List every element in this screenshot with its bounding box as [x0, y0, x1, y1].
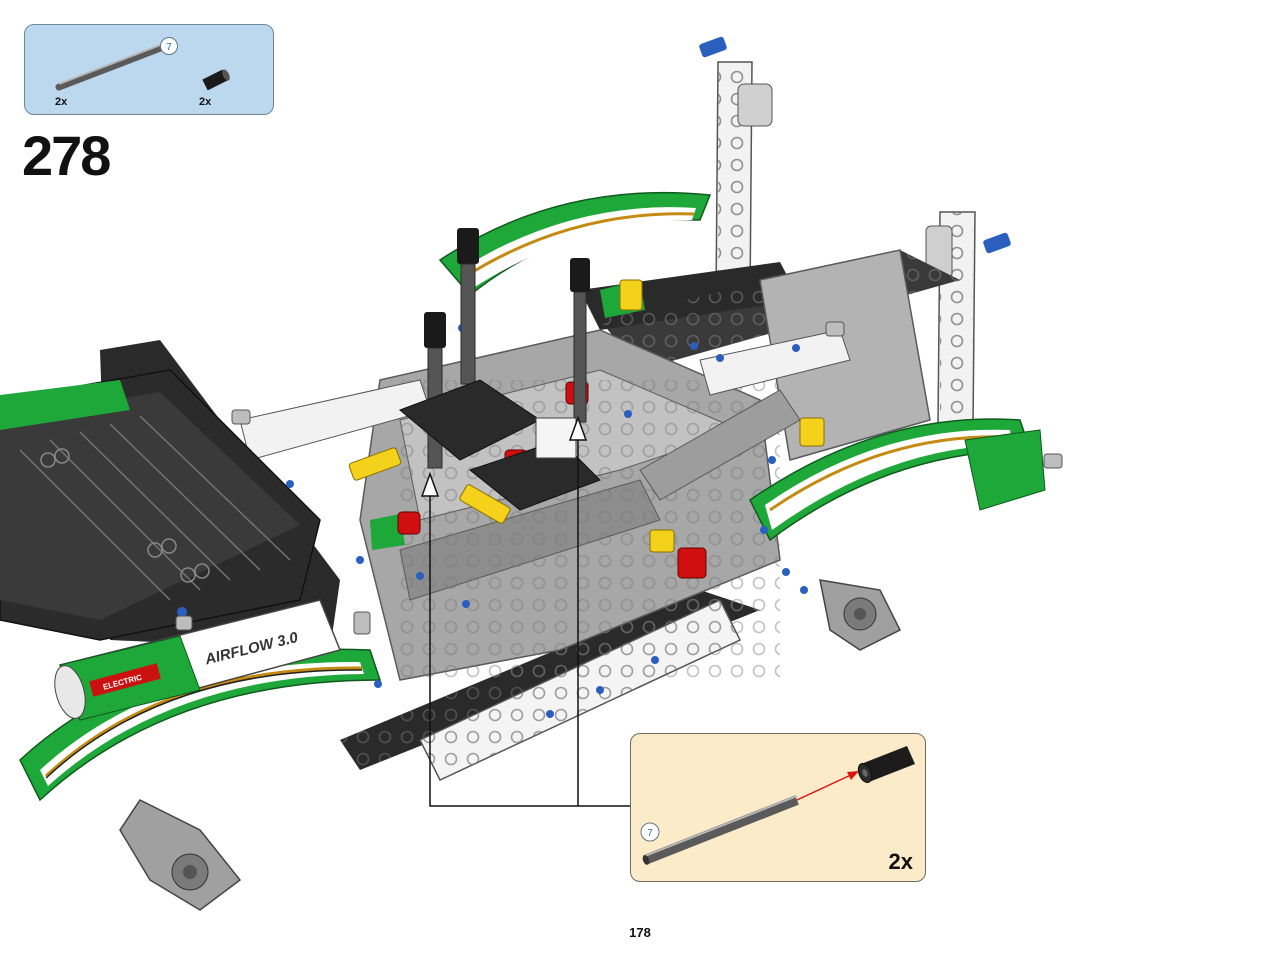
- callout-axle-icon: [642, 795, 799, 865]
- assembly-arrow-icon: [796, 771, 859, 801]
- subassembly-callout: 7 2x: [630, 733, 926, 882]
- axle-length-badge: 7: [160, 37, 178, 55]
- rear-upright-left: [715, 61, 773, 299]
- wheel-hubs: [119, 579, 902, 911]
- axle-length-label: 7: [166, 42, 172, 53]
- step-number: 278: [22, 124, 111, 187]
- center-cross-block: [399, 379, 601, 511]
- airflow-tank: ELECTRIC AIRFLOW 3.0: [54, 599, 342, 721]
- axle-part-icon: [55, 43, 167, 91]
- insertion-arrows: [420, 415, 588, 497]
- page-number: 178: [629, 925, 651, 940]
- rear-upright-right: [925, 211, 976, 427]
- blue-pins: [699, 36, 1011, 254]
- callout-connector-icon: [857, 746, 915, 784]
- callout-quantity: 2x: [888, 849, 913, 874]
- connector-quantity: 2x: [199, 96, 212, 108]
- white-beams: [239, 329, 851, 781]
- gray-pins: [175, 321, 1063, 635]
- front-fender-top: [438, 191, 712, 297]
- callout-length-badge: 7: [640, 822, 660, 842]
- parts-list-box: 7 2x 2x: [24, 24, 274, 115]
- callout-length-label: 7: [647, 828, 653, 839]
- axle-quantity: 2x: [55, 96, 68, 108]
- battery-box: [0, 369, 321, 641]
- callout-leader-lines: [429, 422, 630, 807]
- scattered-blue-pins: [177, 324, 808, 718]
- rear-fender-right: [749, 418, 1046, 542]
- parts-list-illustration: 7: [55, 37, 230, 91]
- connector-part-icon: [202, 69, 230, 91]
- callout-illustration: 7: [640, 746, 915, 865]
